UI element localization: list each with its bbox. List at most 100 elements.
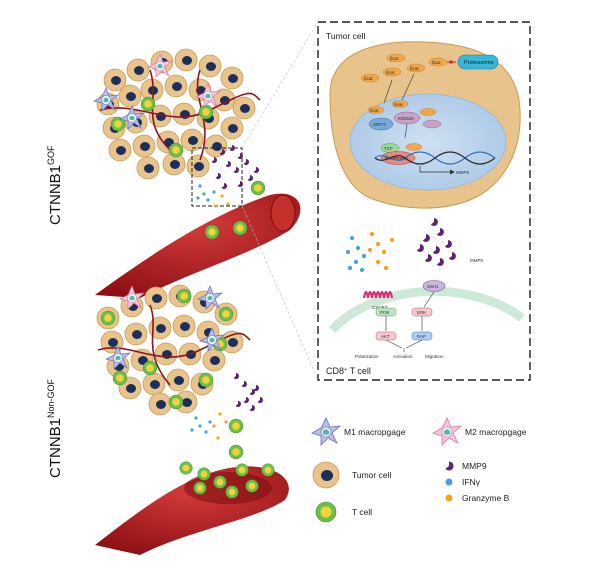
t-cell xyxy=(250,180,266,196)
tumor-cell xyxy=(154,342,178,366)
tumor-cell xyxy=(172,314,196,338)
svg-text:βcat: βcat xyxy=(410,66,419,71)
ifng xyxy=(355,245,361,251)
kdm4d: KDM4D xyxy=(393,111,421,125)
tumor-cell xyxy=(172,102,196,126)
ifng-icon xyxy=(445,478,453,486)
ifng xyxy=(206,198,210,202)
tumor-cell xyxy=(198,54,222,78)
legend-tcell: T cell xyxy=(315,501,372,523)
ifng xyxy=(353,259,359,265)
ifng xyxy=(198,184,202,188)
granzyme-b xyxy=(367,247,373,253)
ifng xyxy=(208,420,212,424)
mmp9-secreted-label: MMP9 xyxy=(470,258,483,263)
svg-text:PI3K: PI3K xyxy=(380,310,390,315)
t-cell xyxy=(140,96,156,112)
svg-text:MMP9: MMP9 xyxy=(462,461,487,471)
svg-text:SSH1: SSH1 xyxy=(427,284,439,289)
detail-box: Tumor cell βcat βcat βcat βcat βcat Prot… xyxy=(317,21,531,381)
t-cell-icon xyxy=(315,501,337,523)
mmp9 xyxy=(247,175,253,181)
tumor-cell xyxy=(136,156,160,180)
mmp9-gene-label: MMP9 xyxy=(456,170,469,175)
mmp9 xyxy=(257,397,263,403)
svg-text:Promoter: Promoter xyxy=(385,156,408,162)
granzyme-b xyxy=(375,241,381,247)
svg-text:SIRT2: SIRT2 xyxy=(373,122,386,127)
cd8-tcell-title: CD8+ T cell xyxy=(326,366,371,376)
t-cell xyxy=(179,461,193,475)
beta-catenin-cluster: βcat βcat βcat βcat βcat xyxy=(360,53,456,83)
ifng xyxy=(194,416,198,420)
granzyme-b xyxy=(389,237,395,243)
promoter: Promoter xyxy=(380,151,416,165)
m2-macrophage xyxy=(118,285,146,310)
tcell-membrane xyxy=(328,286,525,334)
t-cell xyxy=(235,463,249,477)
mmp9-icon xyxy=(445,461,454,471)
blood-vessel-upper xyxy=(95,193,301,298)
t-cell xyxy=(225,485,239,499)
mmp9 xyxy=(221,183,227,189)
m1-macrophage-icon xyxy=(311,417,342,446)
granzyme-b xyxy=(212,424,216,428)
m1-macrophage xyxy=(198,327,226,352)
tumor-cell xyxy=(186,154,210,178)
m1-macrophage xyxy=(196,285,224,310)
legend-tumor: Tumor cell xyxy=(312,461,391,489)
svg-text:Tumor cell: Tumor cell xyxy=(352,470,391,480)
granzyme-b xyxy=(218,412,222,416)
granzyme-b xyxy=(369,231,375,237)
tumor-cell xyxy=(142,372,166,396)
t-cell xyxy=(142,360,158,376)
tcf: TCF xyxy=(380,143,400,153)
raf: RAF xyxy=(411,331,433,341)
svg-text:βcat: βcat xyxy=(394,102,403,107)
sirt2: SIRT2 xyxy=(368,117,394,131)
svg-text:Granzyme B: Granzyme B xyxy=(462,493,510,503)
ssh1: SSH1 xyxy=(422,280,446,292)
t-cell xyxy=(193,481,207,495)
granzyme-b xyxy=(214,204,218,208)
t-cell xyxy=(100,310,116,326)
capillary xyxy=(149,304,171,386)
tumor-cell xyxy=(126,58,150,82)
granzyme-b xyxy=(375,259,381,265)
tumor-cell xyxy=(232,96,256,120)
t-cell xyxy=(198,104,214,120)
svg-text:RAF: RAF xyxy=(417,334,426,339)
ifng xyxy=(212,190,216,194)
tumor-cell xyxy=(124,322,148,346)
mmp9 xyxy=(253,167,259,173)
svg-text:βcat: βcat xyxy=(390,56,399,61)
tumor-cluster-upper xyxy=(92,48,261,180)
t-cell xyxy=(228,444,244,460)
mmp9 xyxy=(241,381,247,387)
gof-panel xyxy=(92,21,319,381)
m1-macrophage xyxy=(92,87,120,112)
t-cell xyxy=(168,142,184,158)
mmp9 xyxy=(243,159,249,165)
pi3k: PI3K xyxy=(375,307,397,317)
svg-text:ERK: ERK xyxy=(417,310,426,315)
svg-text:M1 macropgage: M1 macropgage xyxy=(344,427,406,437)
outcome-migration: Migration xyxy=(425,354,444,359)
mmp9 xyxy=(233,167,239,173)
mmp9 xyxy=(235,401,241,407)
svg-text:TCF: TCF xyxy=(384,146,393,151)
nucleus xyxy=(349,93,507,191)
ifng xyxy=(190,428,194,432)
ifng xyxy=(359,267,365,273)
capillary xyxy=(97,332,251,358)
tumor-cell xyxy=(202,348,226,372)
tumor-cell xyxy=(220,116,244,140)
mmp9 xyxy=(211,157,217,163)
t-cell xyxy=(168,394,184,410)
capillary xyxy=(149,69,171,151)
m2-macrophage-icon xyxy=(432,417,463,446)
tumor-cluster-lower xyxy=(96,284,251,416)
legend-ifng: IFNγ xyxy=(445,477,481,487)
